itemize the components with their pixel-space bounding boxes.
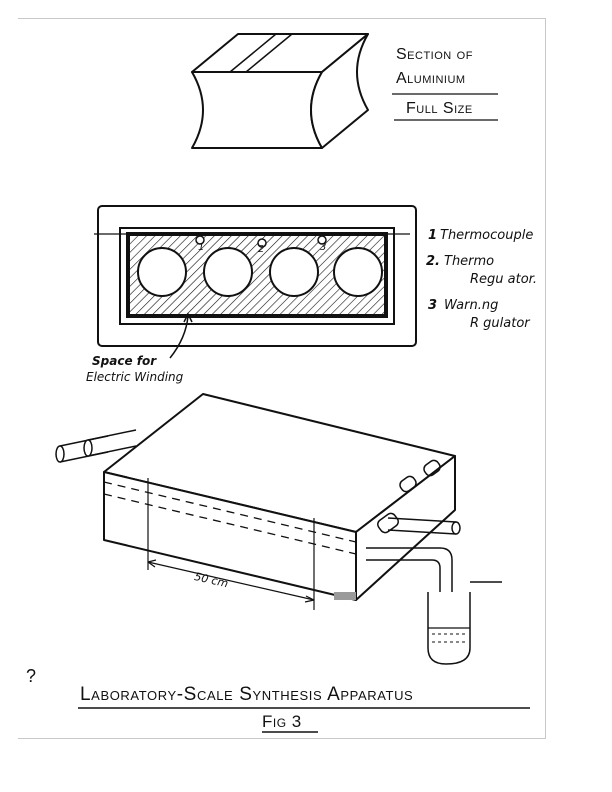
legend-item3-line1: Warn.ng [444,298,499,313]
smudge-mark [334,592,356,600]
cross-section-figure [94,205,417,359]
legend-item1-num: 1 [428,228,438,243]
marker-3: 3 [320,242,327,253]
legend-item3-line2: R gulator [470,316,530,331]
furnace-box-figure [55,393,502,665]
marker-1: 1 [198,242,205,253]
aluminium-section-figure [191,33,369,149]
page-frame-right [545,18,546,738]
legend-item2-line1: Thermo [444,254,495,269]
legend-item1-text: Thermocouple [440,228,534,243]
section-title-line1: Section of [396,46,473,63]
marker-2: 2 [258,244,265,255]
figure-number: Fig 3 [262,712,302,731]
callout-line1: Space for [92,354,157,368]
section-title-line3: Full Size [406,100,473,117]
section-title-line2: Aluminium [396,70,466,87]
page-frame-bottom [18,738,546,739]
legend-item2-num: 2. [426,254,440,269]
callout-line2: Electric Winding [86,370,184,384]
legend-item3-num: 3 [428,298,438,313]
page-frame-top [18,18,546,19]
margin-mark: ? [26,666,37,686]
figure-title: Laboratory-Scale Synthesis Apparatus [80,684,414,705]
legend-item2-line2: Regu ator. [470,272,537,287]
